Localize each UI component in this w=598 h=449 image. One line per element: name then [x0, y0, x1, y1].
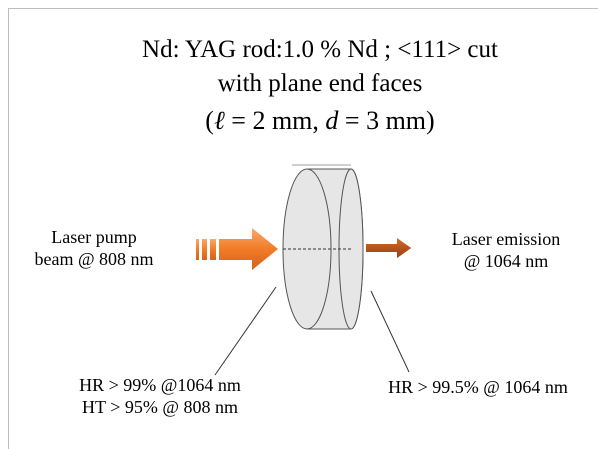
input-face-spec: HR > 99% @1064 nm HT > 95% @ 808 nm — [36, 374, 284, 418]
frame-left-border — [8, 8, 9, 449]
pump-arrow-stripe-1 — [196, 239, 199, 260]
nd-yag-rod — [282, 164, 364, 330]
length-value: = 2 mm, — [224, 106, 326, 135]
pump-label: Laser pump beam @ 808 nm — [24, 226, 164, 270]
length-symbol: ℓ — [213, 106, 225, 135]
diameter-value: = 3 mm) — [338, 106, 435, 135]
pump-label-line-1: Laser pump — [51, 227, 137, 247]
input-face-pointer — [214, 286, 277, 376]
dims-open-paren: ( — [205, 106, 214, 135]
output-face-pointer — [370, 290, 410, 373]
input-face-spec-hr: HR > 99% @1064 nm — [79, 375, 241, 395]
title-line-2: with plane end faces — [217, 70, 423, 97]
pump-arrow-stripe-3 — [210, 239, 216, 260]
emission-arrow — [364, 235, 414, 261]
pump-arrow-stripe-2 — [202, 239, 207, 260]
output-face-spec-hr: HR > 99.5% @ 1064 nm — [388, 377, 568, 397]
input-face-spec-ht: HT > 95% @ 808 nm — [82, 397, 238, 417]
pump-arrow-body — [219, 228, 278, 270]
emission-arrow-body — [364, 235, 414, 261]
frame-top-border — [8, 8, 598, 9]
diameter-symbol: d — [325, 106, 339, 135]
emission-label-line-1: Laser emission — [451, 229, 561, 249]
pump-arrow — [196, 228, 278, 270]
pump-label-line-2: beam @ 808 nm — [34, 249, 154, 269]
emission-label-line-2: @ 1064 nm — [463, 251, 549, 271]
emission-label: Laser emission @ 1064 nm — [428, 228, 584, 272]
output-face-spec: HR > 99.5% @ 1064 nm — [368, 376, 588, 398]
title-line-1: Nd: YAG rod:1.0 % Nd ; <111> cut — [142, 36, 498, 63]
rod-dimensions: (ℓ = 2 mm, d = 3 mm) — [0, 106, 598, 136]
